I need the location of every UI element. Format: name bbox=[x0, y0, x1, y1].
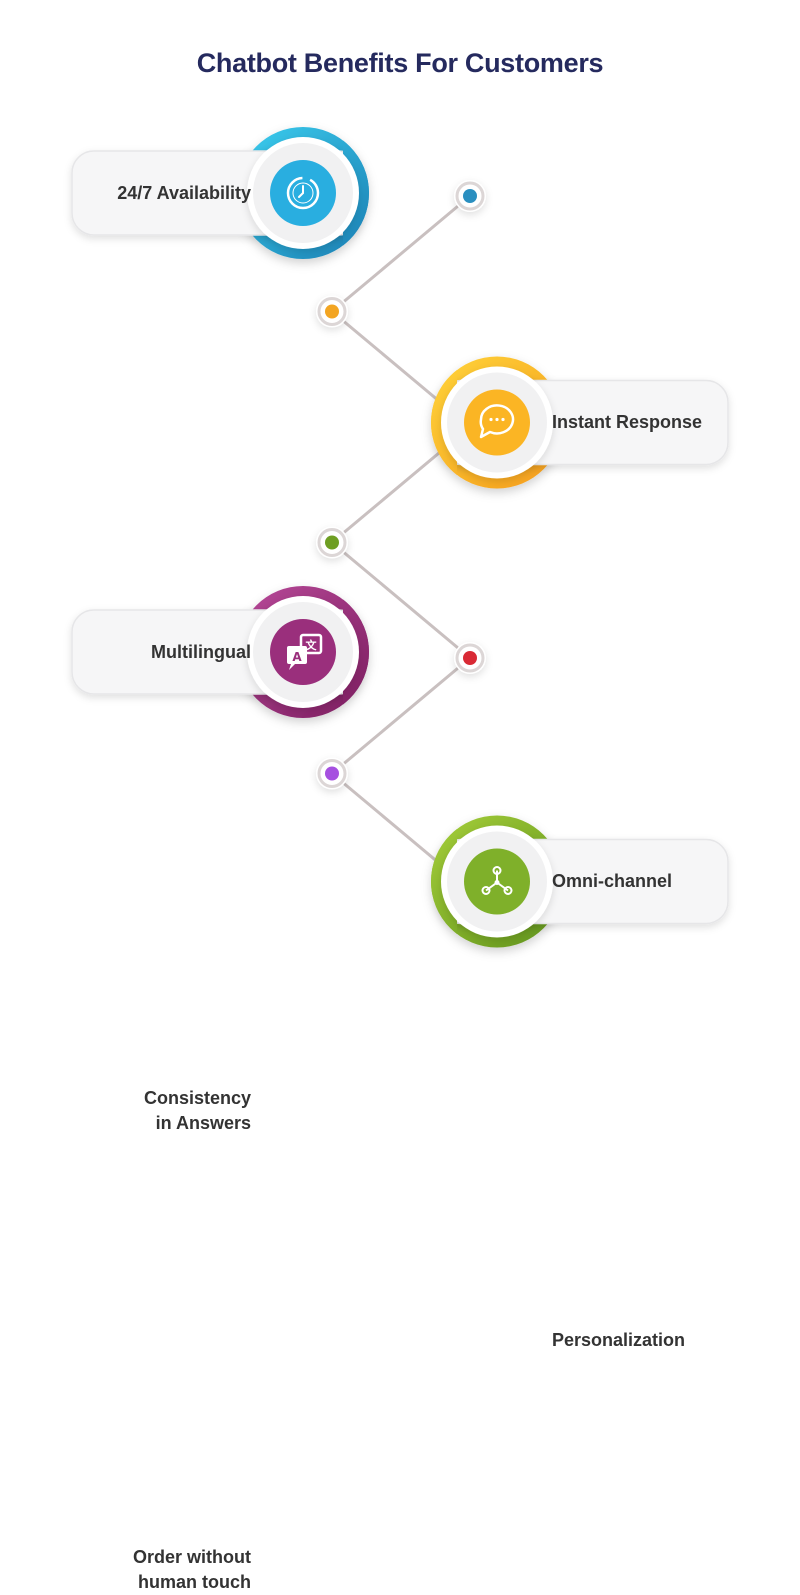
clock-icon bbox=[270, 160, 336, 226]
zigzag-line bbox=[329, 194, 473, 891]
network-icon bbox=[464, 848, 530, 915]
page-title: Chatbot Benefits For Customers bbox=[196, 48, 604, 78]
benefit-label: Multilingual bbox=[151, 641, 251, 662]
connector-dot bbox=[454, 642, 486, 674]
chat-bubble-icon bbox=[464, 389, 530, 456]
benefit-label: Order without human touch bbox=[133, 1547, 251, 1592]
connector-dot bbox=[316, 295, 348, 328]
connector-dot bbox=[316, 526, 348, 559]
benefit-label: 24/7 Availability bbox=[117, 182, 251, 203]
benefit-label: Personalization bbox=[552, 1330, 686, 1350]
benefit-item bbox=[431, 356, 729, 489]
benefit-item bbox=[431, 815, 729, 948]
benefit-label: Instant Response bbox=[552, 412, 703, 432]
benefit-item: A文 bbox=[71, 586, 369, 718]
connector-lines bbox=[316, 180, 486, 905]
svg-text:A: A bbox=[292, 650, 302, 664]
connector-dot bbox=[316, 757, 348, 790]
translate-icon: A文 bbox=[270, 619, 336, 685]
benefit-item bbox=[71, 127, 369, 259]
benefit-label: Consistency in Answers bbox=[143, 1088, 251, 1133]
benefit-label: Omni-channel bbox=[552, 871, 673, 891]
connector-dot bbox=[454, 180, 486, 212]
svg-text:文: 文 bbox=[306, 638, 318, 652]
benefits-diagram: A文 bbox=[71, 127, 729, 948]
